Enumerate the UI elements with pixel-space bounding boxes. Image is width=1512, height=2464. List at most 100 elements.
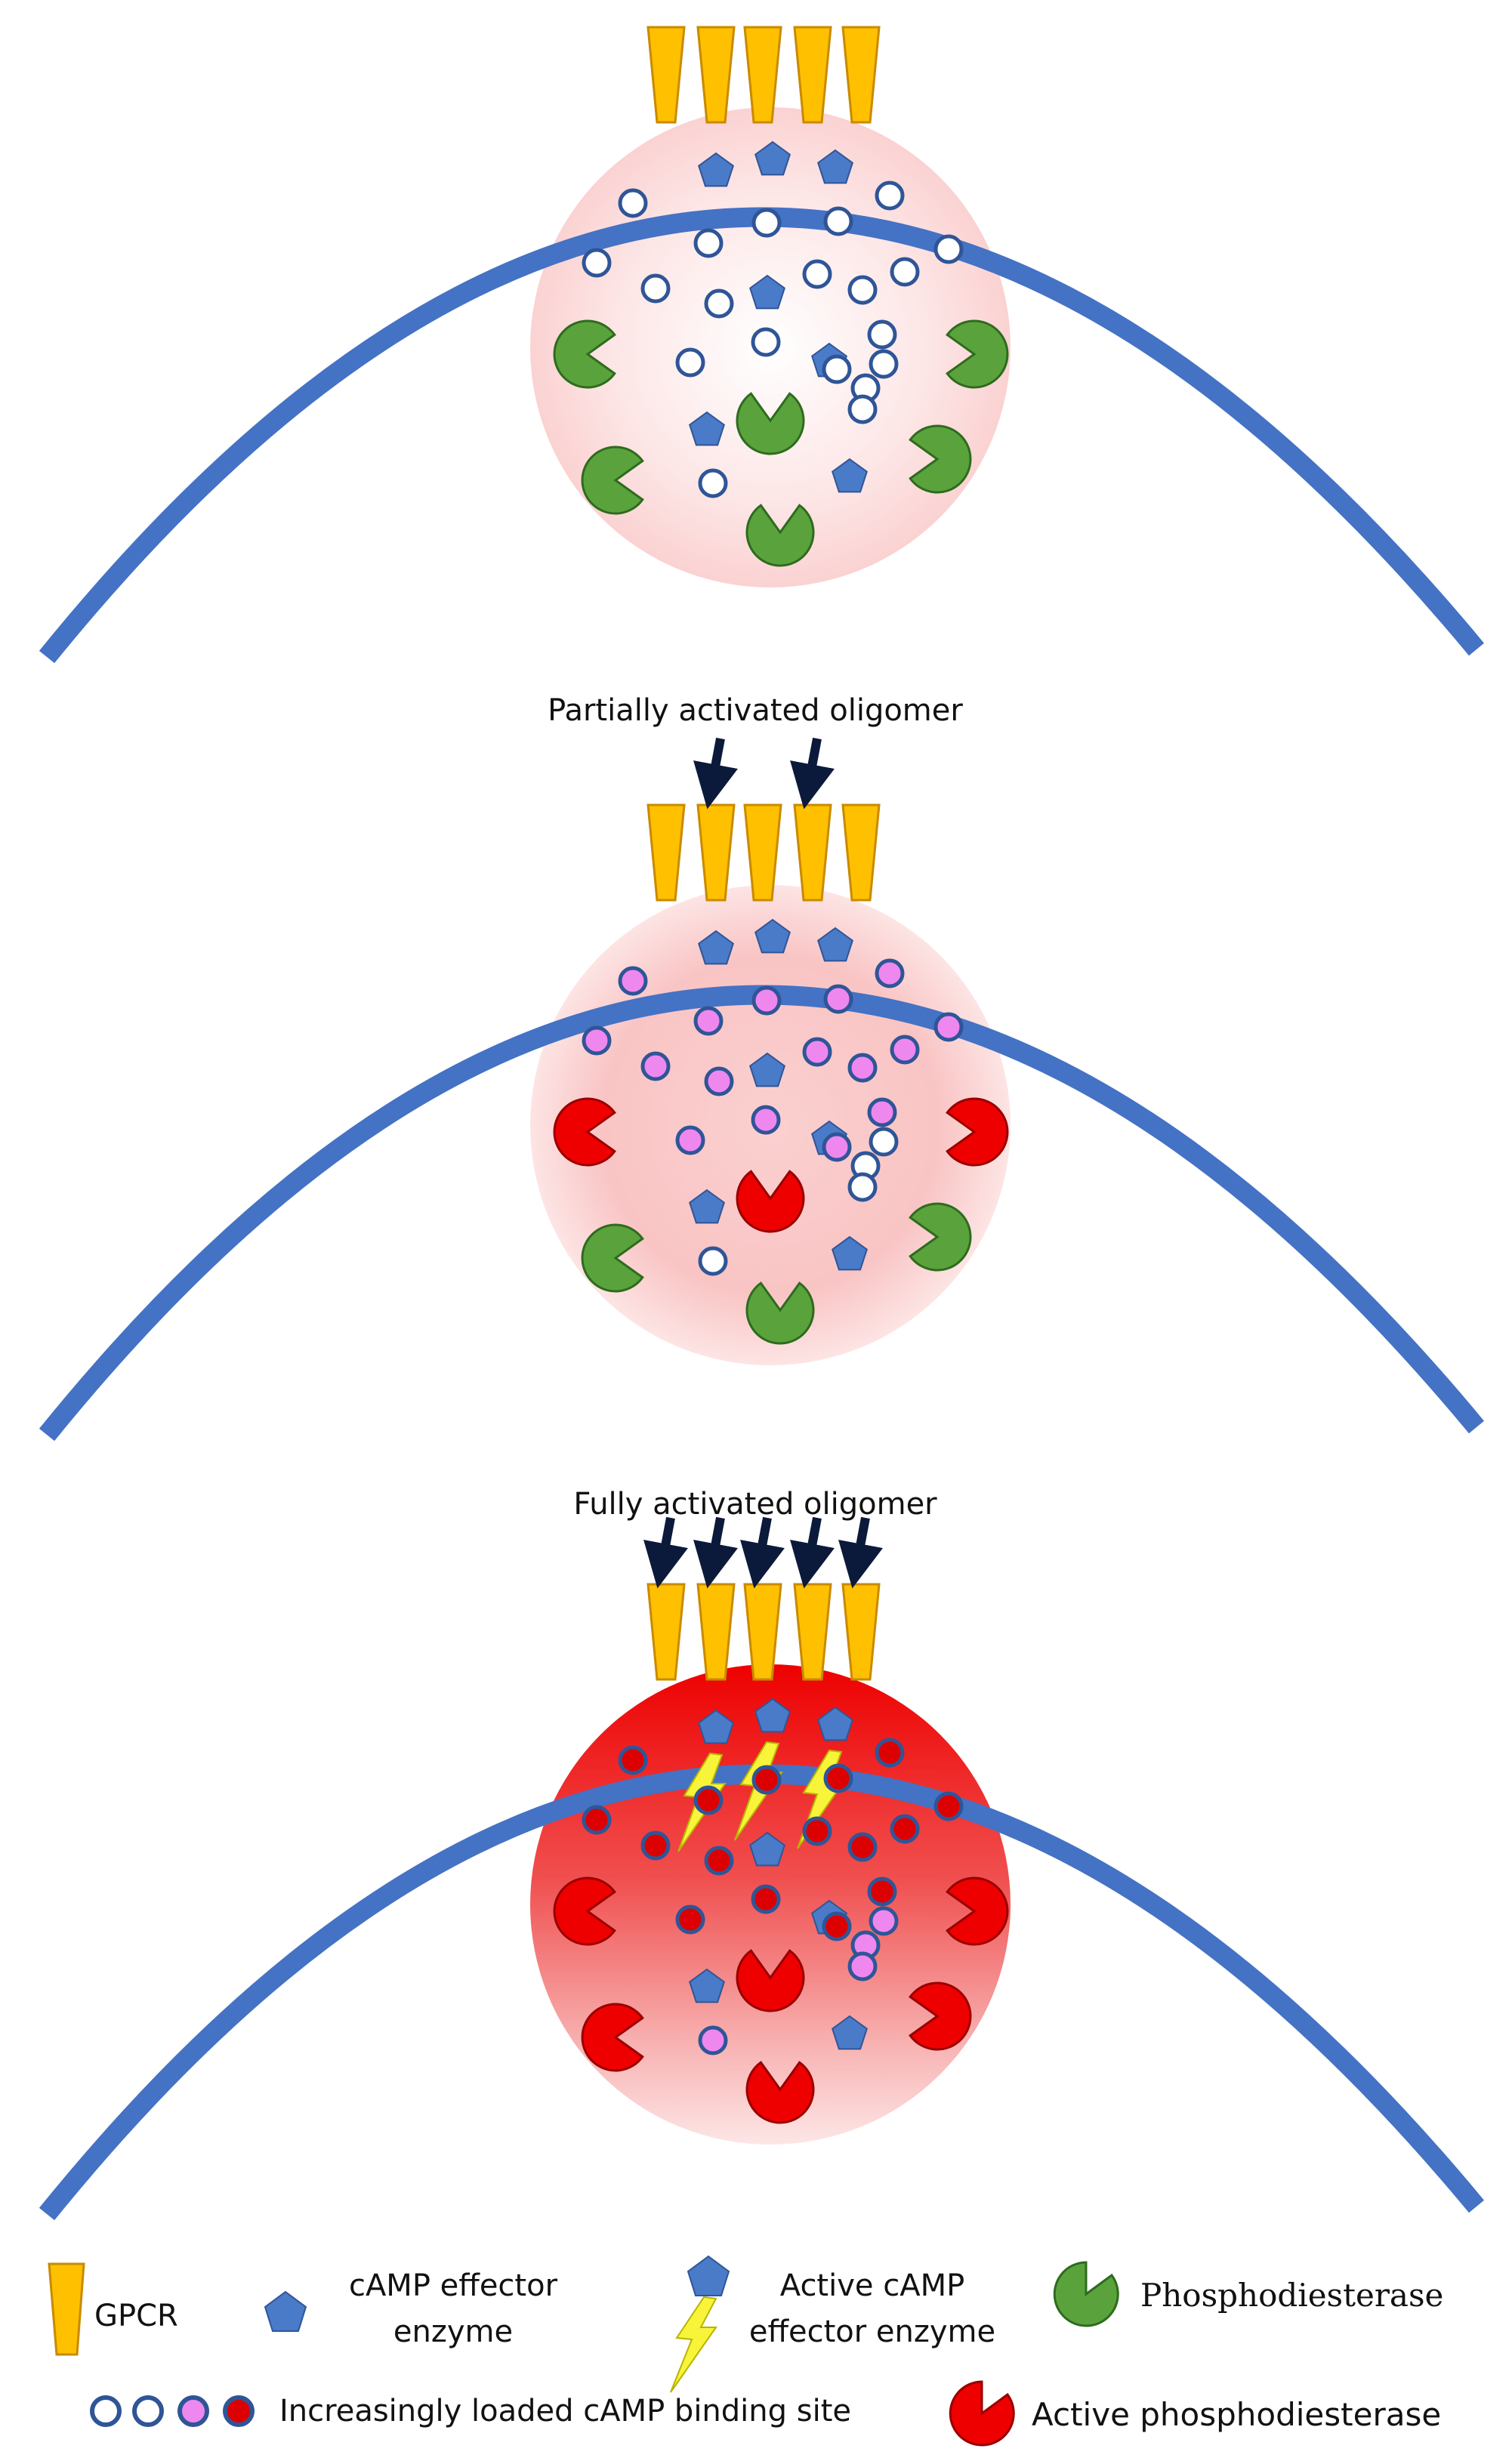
panel-1 bbox=[39, 26, 1485, 664]
ring-icon bbox=[698, 468, 728, 498]
pentagon-icon bbox=[817, 927, 853, 962]
gpcr-icon bbox=[841, 26, 881, 124]
ring-icon bbox=[867, 1877, 897, 1907]
pacman-icon bbox=[581, 2003, 644, 2072]
pentagon-icon bbox=[832, 1235, 868, 1271]
ring-icon bbox=[823, 1763, 853, 1793]
ring-icon bbox=[847, 394, 878, 424]
gpcr-icon bbox=[743, 803, 782, 902]
ring-icon bbox=[847, 1172, 878, 1202]
pentagon-icon bbox=[689, 1189, 725, 1224]
pentagon-icon bbox=[817, 1706, 853, 1741]
pacman-icon bbox=[581, 1223, 644, 1293]
pentagon-icon bbox=[749, 1052, 785, 1087]
pentagon-icon bbox=[754, 1698, 791, 1733]
ring-icon bbox=[751, 1765, 782, 1795]
ring-icon bbox=[751, 327, 781, 357]
ring-icon bbox=[847, 1832, 878, 1862]
ring-icon bbox=[890, 1035, 920, 1065]
gpcr-icon bbox=[793, 1583, 832, 1681]
pentagon-icon bbox=[832, 2015, 868, 2050]
ring-icon bbox=[890, 257, 920, 287]
ring-icon bbox=[582, 248, 612, 278]
gpcr-icon bbox=[743, 26, 782, 124]
ring-icon bbox=[933, 1791, 964, 1821]
gpcr-icon bbox=[696, 26, 736, 124]
pacman-icon bbox=[946, 319, 1009, 389]
pacman-icon bbox=[946, 1097, 1009, 1167]
pacman-icon bbox=[909, 1981, 972, 2051]
ring-icon bbox=[704, 288, 734, 319]
ring-icon bbox=[933, 1012, 964, 1042]
legend-binding-site: Increasingly loaded cAMP binding site bbox=[90, 2394, 851, 2429]
pacman-icon bbox=[909, 424, 972, 494]
legend-binding-site-label: Increasingly loaded cAMP binding site bbox=[279, 2394, 851, 2429]
ring-icon bbox=[582, 1025, 612, 1056]
ring-icon bbox=[693, 1785, 724, 1815]
pacman-icon bbox=[736, 1170, 805, 1233]
ring-icon bbox=[751, 1105, 781, 1135]
ring-icon bbox=[875, 180, 905, 211]
ring-icon bbox=[675, 347, 705, 378]
panel-3 bbox=[39, 1516, 1485, 2221]
pacman-icon bbox=[736, 392, 805, 455]
ring-icon bbox=[177, 2395, 209, 2427]
panel-2-title: Partially activated oligomer bbox=[548, 693, 963, 728]
gpcr-icon bbox=[646, 803, 686, 902]
ring-icon bbox=[933, 234, 964, 264]
pacman-icon bbox=[581, 446, 644, 515]
pentagon-icon bbox=[749, 274, 785, 310]
pentagon-icon bbox=[689, 1968, 725, 2003]
pacman-icon bbox=[949, 2380, 1015, 2447]
gpcr-icon bbox=[793, 803, 832, 902]
pacman-icon bbox=[946, 1877, 1009, 1946]
pacman-icon bbox=[745, 504, 815, 567]
pacman-icon bbox=[553, 1097, 616, 1167]
legend-active-effector-line2: effector enzyme bbox=[749, 2314, 995, 2349]
activation-arrow bbox=[838, 1516, 884, 1589]
ring-icon bbox=[90, 2395, 122, 2427]
pentagon-icon bbox=[689, 411, 725, 446]
ring-icon bbox=[640, 273, 671, 304]
ring-icon bbox=[640, 1051, 671, 1081]
pentagon-icon bbox=[754, 140, 791, 176]
ring-icon bbox=[822, 1132, 852, 1162]
ring-icon bbox=[693, 228, 724, 258]
legend-active-pde: Active phosphodiesterase bbox=[949, 2380, 1441, 2447]
ring-icon bbox=[704, 1066, 734, 1096]
ring-icon bbox=[875, 958, 905, 988]
pacman-icon bbox=[745, 2061, 815, 2124]
ring-icon bbox=[823, 984, 853, 1014]
gpcr-icon bbox=[646, 1583, 686, 1681]
legend-active-pde-word: Active phosphodiesterase bbox=[1032, 2396, 1441, 2433]
legend-active-effector-line1: Active cAMP bbox=[780, 2268, 964, 2303]
ring-icon bbox=[223, 2395, 255, 2427]
ring-icon bbox=[618, 1745, 648, 1775]
panel-3-title: Fully activated oligomer bbox=[573, 1487, 937, 1522]
pentagon-icon bbox=[754, 918, 791, 954]
ring-icon bbox=[640, 1830, 671, 1861]
ring-icon bbox=[867, 319, 897, 350]
activation-arrow bbox=[740, 1516, 785, 1589]
activation-arrow bbox=[790, 737, 835, 810]
legend-gpcr: GPCR bbox=[48, 2262, 178, 2356]
gpcr-icon bbox=[793, 26, 832, 124]
ring-icon bbox=[822, 1911, 852, 1941]
legend: GPCR cAMP effector enzyme Active cAMP ef… bbox=[48, 2255, 1443, 2447]
legend-gpcr-label: GPCR bbox=[94, 2299, 178, 2333]
lightning-icon bbox=[670, 2296, 717, 2393]
pentagon-icon bbox=[687, 2255, 730, 2296]
pentagon-icon bbox=[264, 2290, 307, 2332]
pacman-icon bbox=[745, 1281, 815, 1345]
ring-icon bbox=[704, 1846, 734, 1876]
pacman-icon bbox=[553, 319, 616, 389]
pacman-icon bbox=[736, 1949, 805, 2012]
gpcr-icon bbox=[841, 1583, 881, 1681]
ring-icon bbox=[132, 2395, 164, 2427]
ring-icon bbox=[618, 966, 648, 996]
gpcr-icon bbox=[696, 803, 736, 902]
panels bbox=[39, 26, 1485, 2221]
gpcr-icon bbox=[841, 803, 881, 902]
legend-effector: cAMP effector enzyme bbox=[264, 2268, 558, 2349]
